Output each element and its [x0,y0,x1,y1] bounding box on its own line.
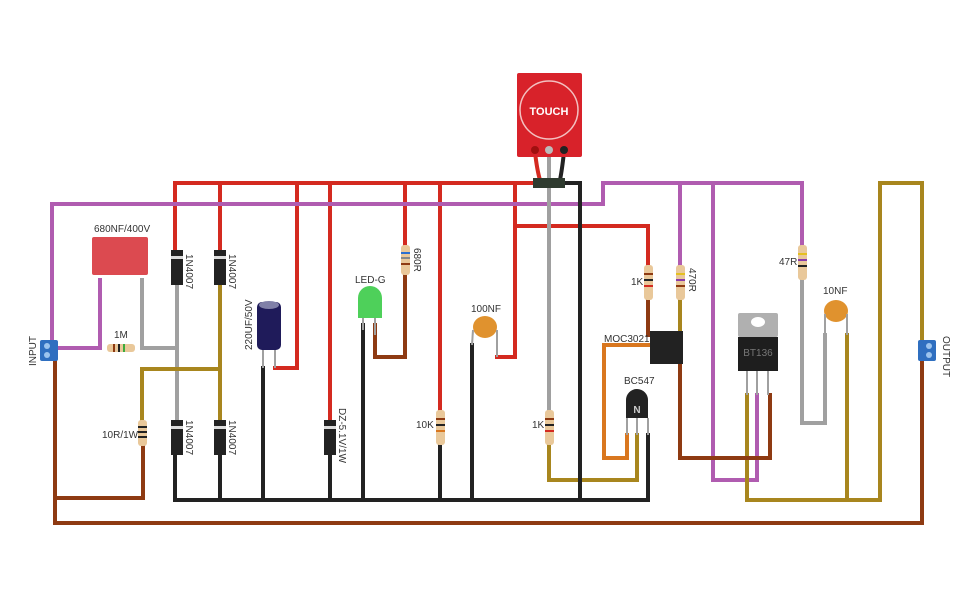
bc547-label: BC547 [624,376,655,387]
capacitor-680nf: 680NF/400V [92,224,150,275]
cap-220uf-label: 220UF/50V [244,299,255,350]
wire-gray [140,278,179,350]
led-label: LED-G [355,275,386,286]
optocoupler-moc3021: MOC3021 [604,331,683,364]
wire-brown [678,356,772,460]
wire-red [273,181,299,370]
wire-black [560,181,582,502]
diode-1: 1N4007 [171,250,194,289]
resistor-1k-moc: 1K [631,265,653,300]
led-green: LED-G [355,275,386,335]
triac-bt136: BT136 [738,313,778,395]
capacitor-220uf: 220UF/50V [244,299,281,368]
diode-2-label: 1N4007 [226,254,237,289]
wire-olive [140,367,222,422]
wire-olive [547,433,639,482]
resistor-1m-label: 1M [114,330,128,341]
input-terminal[interactable]: INPUT [28,336,58,366]
moc-label: MOC3021 [604,334,650,345]
cap-100nf-label: 100NF [471,304,501,315]
resistor-680r: 680R [401,245,422,275]
wire-red [495,181,517,359]
wire-purple [50,278,102,350]
diode-4: 1N4007 [214,420,237,455]
resistor-1k-base-label: 1K [532,420,545,431]
diode-3: 1N4007 [171,420,194,455]
resistor-10k-label: 10K [416,420,434,431]
npn-mark: N [633,405,640,416]
bt136-label: BT136 [743,348,773,359]
wire-purple-line [50,181,804,350]
wire-brown [373,273,407,359]
wire-olive [745,181,924,502]
resistor-1k-base: 1K [532,410,554,445]
resistor-47r-label: 47R [779,257,797,268]
diode-1-label: 1N4007 [183,254,194,289]
diode-2: 1N4007 [214,250,237,289]
wire-brown [53,356,924,525]
resistor-10r-label: 10R/1W [102,430,139,441]
diode-3-label: 1N4007 [183,420,194,455]
resistor-1m: 1M [107,330,135,352]
wire-purple [711,181,759,482]
wire-orange [602,343,652,460]
resistor-10k: 10K [416,410,445,445]
touch-sensor-module[interactable]: TOUCH [517,73,582,188]
wire-black-bus [173,433,650,502]
capacitor-100nf: 100NF [471,304,501,357]
resistor-47r: 47R [779,245,807,280]
cap-10nf-label: 10NF [823,286,847,297]
transistor-bc547: N BC547 [624,376,655,435]
resistor-680r-label: 680R [411,248,422,272]
resistor-470r-label: 470R [686,268,697,292]
touch-label: TOUCH [530,106,569,118]
input-label: INPUT [28,336,39,366]
wire-red-bus [173,181,542,252]
wire-brown [53,356,145,500]
output-label: OUTPUT [940,336,951,377]
wire-red [513,224,650,267]
wire-gray [800,278,827,425]
cap-680nf-label: 680NF/400V [94,224,150,235]
output-terminal[interactable]: OUTPUT [918,336,951,377]
capacitor-10nf: 10NF [823,286,848,335]
resistor-10r: 10R/1W [102,420,147,446]
resistor-1k-moc-label: 1K [631,277,644,288]
zener-label: DZ-5.1V/1W [336,408,347,464]
zener-diode: DZ-5.1V/1W [324,408,347,464]
resistor-470r: 470R [676,265,697,300]
diode-4-label: 1N4007 [226,420,237,455]
